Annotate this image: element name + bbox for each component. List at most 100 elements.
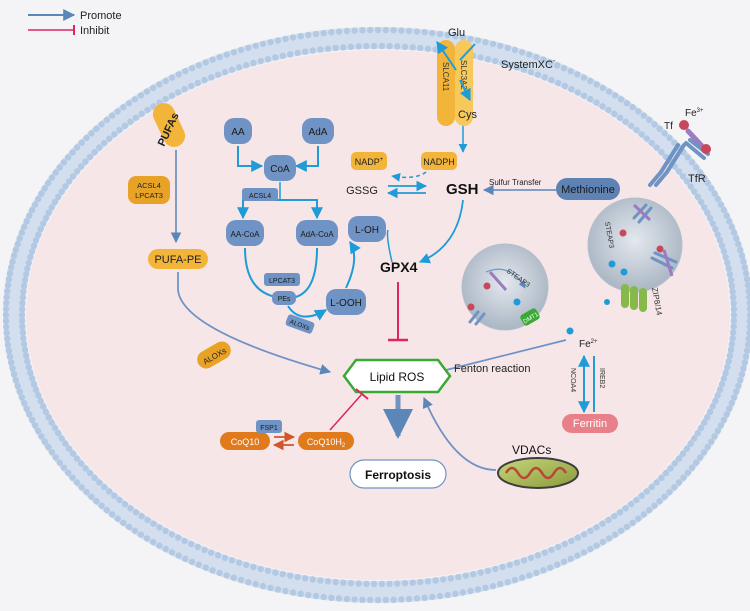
lipid-head	[19, 323, 26, 330]
lipid-head	[623, 523, 631, 530]
lipid-head	[605, 88, 613, 95]
lipid-head	[679, 173, 687, 180]
lipid-head	[605, 535, 613, 542]
lipid-head	[195, 62, 202, 69]
lipid-head	[127, 505, 134, 512]
lipid-head	[20, 335, 27, 342]
lipid-head	[629, 104, 636, 111]
steap3-label-b: STEAP3	[603, 221, 615, 249]
pes-node	[272, 291, 296, 305]
lipid-head	[96, 144, 103, 151]
lipid-head	[706, 408, 714, 416]
cys-import-arrow-top	[459, 43, 476, 61]
lipid-head	[725, 358, 732, 365]
lipid-head	[274, 586, 282, 593]
lipid-head	[691, 188, 698, 195]
ferroptosis-label: Ferroptosis	[365, 468, 431, 482]
lipid-head	[611, 513, 618, 520]
lipid-head	[320, 29, 327, 37]
lipid-head	[519, 574, 526, 581]
lipid-head	[374, 596, 382, 604]
lipid-head	[10, 252, 18, 259]
lipid-head	[398, 27, 405, 34]
lipid-head	[131, 96, 139, 103]
fsp1-enzyme	[256, 420, 282, 433]
lipid-head	[367, 596, 374, 604]
gsh-to-gpx4-arrow	[419, 199, 464, 264]
lipid-head	[708, 438, 715, 445]
lipid-head	[424, 578, 432, 585]
lipid-head	[103, 116, 111, 124]
lipid-head	[580, 549, 588, 556]
lipid-head	[23, 218, 30, 225]
lipid-head	[513, 559, 521, 566]
lipid-head	[111, 492, 118, 499]
lipid-head	[720, 375, 728, 382]
lipid-head	[208, 549, 215, 556]
lipid-head	[340, 44, 347, 51]
lipid-head	[616, 509, 624, 516]
nadp-node	[351, 152, 387, 170]
lipid-head	[643, 488, 650, 495]
lipid-head	[82, 465, 89, 472]
lipid-head	[693, 459, 700, 466]
lipid-head	[30, 242, 38, 249]
lipid-head	[459, 34, 467, 41]
lipid-head	[730, 394, 738, 401]
lipid-head	[708, 185, 715, 192]
lipid-head	[684, 469, 691, 476]
lipid-head	[194, 543, 201, 551]
pufa-pe-node	[148, 249, 208, 269]
lipid-head	[718, 381, 726, 388]
lipid-head	[617, 96, 625, 103]
lipid-head	[52, 454, 59, 461]
lipid-head	[409, 44, 416, 51]
lipid-head	[175, 89, 182, 96]
glu-label: Glu	[448, 27, 465, 39]
lipid-head	[477, 54, 484, 61]
tfr-label: TfR	[688, 173, 706, 185]
lipid-head	[98, 502, 105, 509]
ada-to-coa-arrow	[294, 146, 319, 172]
aa-to-coa-arrow	[237, 146, 264, 172]
lipid-head	[717, 201, 725, 208]
lipid-head	[41, 185, 48, 192]
l-ooh-label: L-OOH	[330, 298, 362, 309]
lipid-head	[587, 527, 594, 535]
lipid-head	[45, 443, 52, 451]
lipid-head	[216, 569, 223, 577]
lipid-head	[506, 61, 513, 69]
lipid-head	[382, 26, 389, 34]
lipid-head	[497, 42, 504, 50]
endosome-left: STEAP3 DMT1	[461, 243, 549, 331]
lipid-head	[720, 416, 728, 424]
lipid-head	[470, 571, 477, 578]
lipid-head	[728, 399, 735, 407]
lipid-head	[533, 53, 540, 61]
lipid-head	[69, 149, 76, 156]
lipid-head	[223, 572, 230, 579]
lipid-head	[580, 531, 588, 538]
slc3a2-label: SLC3A2	[459, 60, 468, 90]
lipid-head	[58, 435, 65, 442]
lipid-head	[312, 30, 320, 38]
lipid-head	[716, 237, 724, 244]
lipid-head	[684, 154, 691, 161]
lipid-head	[527, 554, 535, 562]
lipid-head	[287, 51, 294, 58]
vdacs-label: VDACs	[512, 443, 551, 457]
lipid-head	[729, 335, 736, 342]
lipid-head	[26, 411, 33, 418]
lipid-head	[730, 229, 738, 236]
lipid-head	[421, 594, 428, 601]
lipid-head	[724, 363, 731, 371]
lipid-head	[188, 540, 195, 548]
lipid-head	[116, 496, 123, 504]
lipid-head	[661, 130, 668, 137]
lipid-head	[28, 206, 36, 214]
coq10h2-node	[298, 432, 354, 450]
lipid-head	[137, 92, 145, 99]
systemxc-label: SystemXC-	[501, 58, 556, 71]
lipid-head	[459, 589, 467, 596]
lipid-head	[168, 74, 176, 81]
